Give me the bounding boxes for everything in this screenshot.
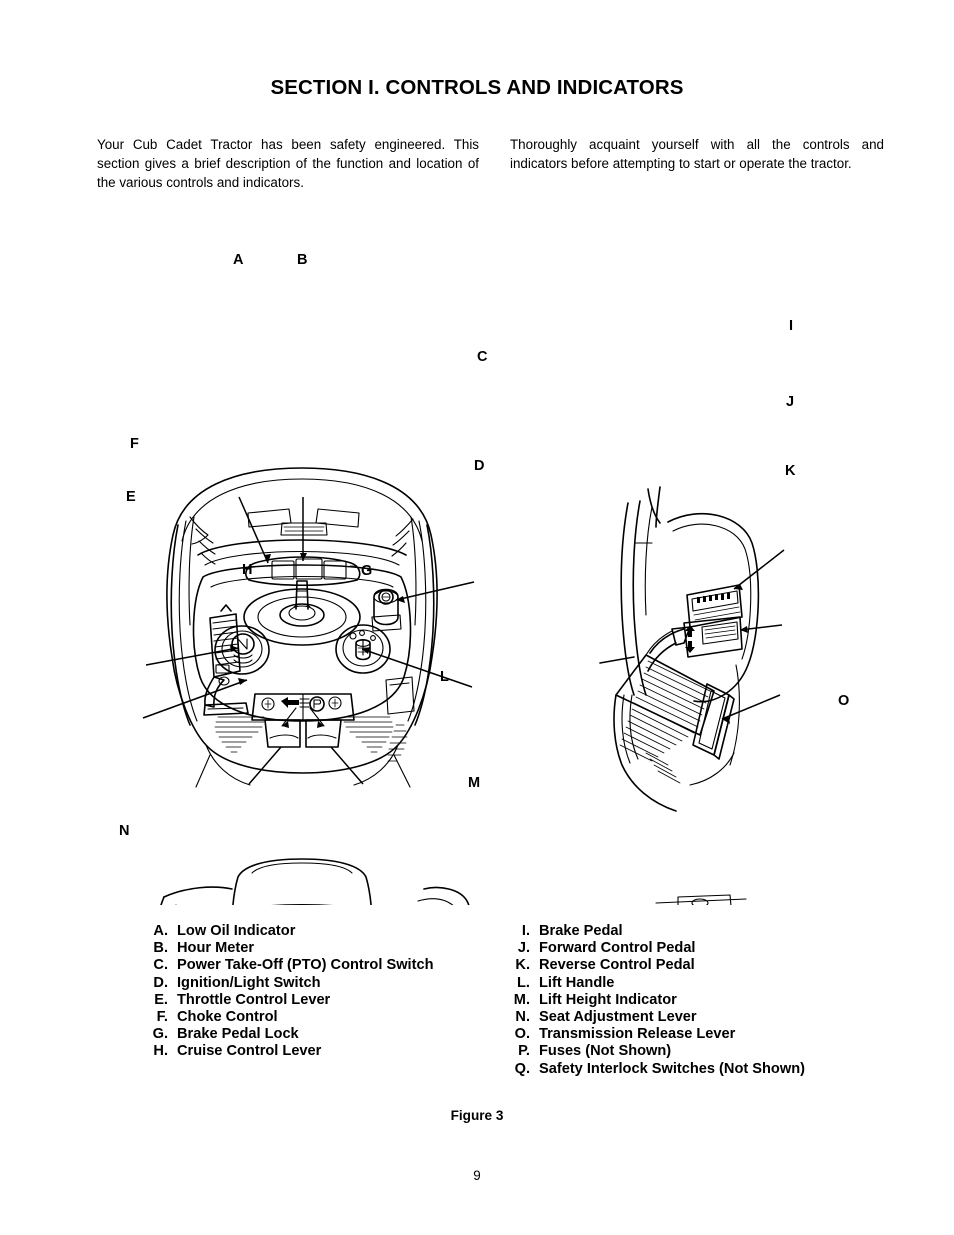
callout-G: G: [361, 563, 373, 579]
legend-item: H. Cruise Control Lever: [140, 1043, 434, 1060]
callout-E: E: [126, 489, 136, 505]
callout-N: N: [119, 823, 130, 839]
intro-paragraph-right: Thoroughly acquaint yourself with all th…: [510, 135, 884, 173]
seat-area-view: [160, 858, 470, 905]
legend-label: Forward Control Pedal: [539, 940, 696, 957]
callout-O: O: [838, 693, 850, 709]
callout-J: J: [786, 394, 795, 410]
legend-label: Throttle Control Lever: [177, 991, 331, 1008]
legend-label: Hour Meter: [177, 940, 255, 957]
footplate-hatching: [619, 660, 711, 784]
legend-item: J. Forward Control Pedal: [502, 940, 805, 957]
callout-K: K: [785, 463, 796, 479]
legend-key: E.: [154, 991, 168, 1008]
legend-label: Power Take-Off (PTO) Control Switch: [177, 957, 434, 974]
legend-item: E. Throttle Control Lever: [140, 992, 434, 1009]
legend-item: Q. Safety Interlock Switches (Not Shown): [502, 1061, 805, 1078]
legend-item: P. Fuses (Not Shown): [502, 1043, 805, 1060]
callout-A: A: [233, 252, 244, 268]
legend-label: Lift Height Indicator: [539, 991, 677, 1008]
transmission-release-view: [655, 894, 747, 905]
figure-drawing: [142, 467, 785, 905]
legend-key: C.: [153, 957, 168, 974]
legend-item: N. Seat Adjustment Lever: [502, 1009, 805, 1026]
hour-meter-window: [295, 558, 323, 580]
legend-key: N.: [515, 1009, 530, 1026]
legend-label: Lift Handle: [539, 974, 615, 991]
legend-label: Brake Pedal: [539, 923, 623, 939]
legend-label: Choke Control: [177, 1009, 278, 1026]
page-number: 9: [473, 1168, 481, 1183]
dashboard-console-view: [142, 467, 475, 788]
legend-key: O.: [514, 1026, 530, 1043]
footrest-hatching: [214, 716, 394, 753]
intro-paragraph-left: Your Cub Cadet Tractor has been safety e…: [97, 135, 479, 193]
callout-D: D: [474, 458, 485, 474]
callout-I: I: [789, 318, 794, 334]
legend-key: B.: [153, 940, 168, 957]
legend-label: Cruise Control Lever: [177, 1043, 322, 1060]
callout-H: H: [242, 562, 253, 578]
callout-M: M: [468, 775, 481, 791]
legend-label: Fuses (Not Shown): [539, 1043, 672, 1060]
legend-item: G. Brake Pedal Lock: [140, 1026, 434, 1043]
figure-caption: Figure 3: [450, 1108, 504, 1123]
legend-label: Ignition/Light Switch: [177, 974, 321, 991]
legend-item: L. Lift Handle: [502, 975, 805, 992]
intro-text-left: Your Cub Cadet Tractor has been safety e…: [97, 137, 479, 191]
callout-L: L: [440, 669, 449, 685]
legend-key: I.: [521, 923, 530, 939]
legend-label: Seat Adjustment Lever: [539, 1009, 697, 1026]
legend-item: O. Transmission Release Lever: [502, 1026, 805, 1043]
legend-label: Reverse Control Pedal: [539, 957, 695, 974]
page-title: SECTION I. CONTROLS AND INDICATORS: [270, 76, 684, 99]
callout-C: C: [477, 349, 488, 365]
legend-key: L.: [517, 974, 530, 991]
legend-item: C. Power Take-Off (PTO) Control Switch: [140, 957, 434, 974]
callout-B: B: [297, 252, 308, 268]
legend-key: K.: [515, 957, 530, 974]
legend-label: Transmission Release Lever: [539, 1026, 736, 1043]
legend-item: B. Hour Meter: [140, 940, 434, 957]
legend-column-right: I. Brake Pedal J. Forward Control Pedal …: [502, 923, 805, 1078]
figure-3-illustration: A B C D E F G H I J K L M N O: [0, 225, 954, 905]
callout-F: F: [130, 436, 139, 452]
legend-label: Brake Pedal Lock: [177, 1026, 299, 1043]
legend-key: J.: [517, 940, 530, 957]
legend-item: A. Low Oil Indicator: [140, 923, 434, 940]
legend-label: Low Oil Indicator: [177, 923, 296, 939]
legend-key: A.: [153, 923, 168, 939]
intro-text-right: Thoroughly acquaint yourself with all th…: [510, 137, 884, 172]
legend-key: G.: [152, 1026, 168, 1043]
legend-key: H.: [153, 1043, 168, 1060]
legend-item: M. Lift Height Indicator: [502, 992, 805, 1009]
legend-key: F.: [156, 1009, 168, 1026]
legend-item: I. Brake Pedal: [502, 923, 805, 940]
legend-key: M.: [513, 991, 530, 1008]
legend-item: F. Choke Control: [140, 1009, 434, 1026]
legend-item: K. Reverse Control Pedal: [502, 957, 805, 974]
pedal-area-view: [599, 486, 785, 812]
legend-key: P.: [518, 1043, 530, 1060]
legend-key: D.: [153, 974, 168, 991]
legend-item: D. Ignition/Light Switch: [140, 975, 434, 992]
legend-key: Q.: [514, 1060, 530, 1077]
legend-label: Safety Interlock Switches (Not Shown): [539, 1060, 805, 1077]
legend-column-left: A. Low Oil Indicator B. Hour Meter C. Po…: [140, 923, 434, 1061]
